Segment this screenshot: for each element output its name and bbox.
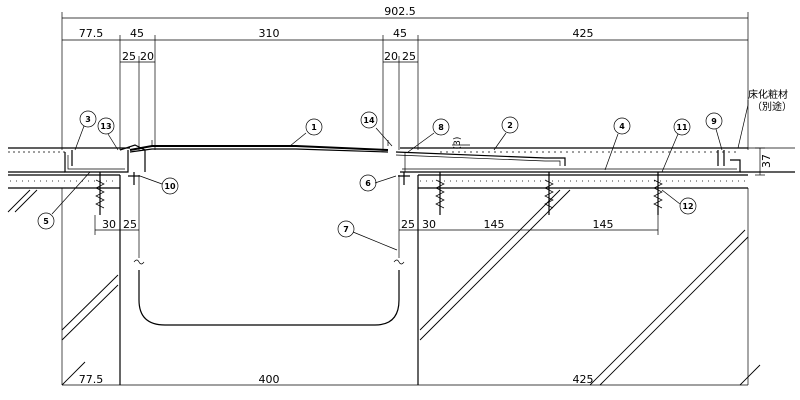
base-frame-left — [64, 144, 146, 173]
dimension-overall: 902.5 — [61, 5, 749, 150]
dimension-right-height: 37 — [755, 147, 773, 176]
dimension-bottom-1: 77.5 — [79, 373, 104, 386]
floor-finish-layer — [8, 147, 795, 173]
note-line-2: （別途） — [752, 100, 792, 113]
floor-finish-note: 床化粧材 （別途） — [737, 88, 792, 149]
svg-text:12: 12 — [682, 202, 693, 211]
svg-text:1: 1 — [311, 123, 317, 132]
callout-9: 9 — [705, 112, 723, 151]
svg-text:7: 7 — [343, 225, 349, 234]
fastener-screws — [71, 150, 725, 185]
dimension-bottom-row: 77.5 400 425 — [62, 373, 748, 386]
dimension-mid-row: 30 25 25 30 145 145 — [94, 215, 659, 235]
callout-11: 11 — [661, 118, 691, 173]
note-line-1: 床化粧材 — [748, 88, 788, 101]
svg-text:5: 5 — [43, 217, 49, 226]
svg-text:13: 13 — [100, 122, 111, 131]
svg-text:10: 10 — [164, 182, 176, 191]
dimension-top-5: 425 — [573, 27, 594, 40]
concrete-slab-right — [418, 174, 748, 189]
cover-plate — [129, 140, 389, 153]
svg-text:8: 8 — [438, 123, 444, 132]
callout-13: 13 — [97, 117, 119, 151]
callouts: 1 2 3 4 5 6 7 — [37, 110, 723, 251]
dimension-sub-2: 20 — [140, 50, 154, 63]
dimension-top-row: 77.5 45 310 45 425 — [62, 27, 748, 150]
hatch-right — [419, 189, 761, 386]
callout-2: 2 — [493, 116, 519, 151]
callout-3: 3 — [74, 110, 97, 151]
callout-10: 10 — [139, 175, 179, 195]
dimension-mid-5: 145 — [484, 218, 505, 231]
dimension-top-sub-row: 25 20 20 25 — [120, 50, 418, 150]
dimension-top-1: 77.5 — [79, 27, 104, 40]
callout-5: 5 — [37, 171, 91, 230]
dimension-mid-1: 30 — [102, 218, 116, 231]
dimension-top-3: 310 — [259, 27, 280, 40]
anchor-bolt-left — [94, 172, 106, 215]
right-wall — [417, 175, 749, 385]
callout-12: 12 — [661, 189, 697, 215]
dimension-top-2: 45 — [130, 27, 144, 40]
svg-text:3: 3 — [85, 115, 91, 124]
callout-8: 8 — [407, 118, 450, 153]
anchor-bolt-right-3 — [652, 172, 664, 215]
dimension-sub-3: 20 — [384, 50, 398, 63]
svg-text:2: 2 — [507, 121, 513, 130]
svg-text:6: 6 — [365, 179, 371, 188]
gap-mark-label: (3) — [453, 137, 463, 150]
hatch-left — [61, 274, 119, 386]
callout-1: 1 — [289, 118, 323, 147]
dimension-sub-4: 25 — [402, 50, 416, 63]
dimension-mid-4: 30 — [422, 218, 436, 231]
svg-text:9: 9 — [711, 117, 717, 126]
svg-text:14: 14 — [363, 116, 375, 125]
callout-6: 6 — [359, 174, 397, 192]
left-wall — [61, 175, 121, 385]
dimension-overall-label: 902.5 — [384, 5, 416, 18]
dimension-height-label: 37 — [760, 154, 773, 168]
dimension-mid-3: 25 — [401, 218, 415, 231]
anchor-bolt-right-2 — [543, 172, 555, 215]
svg-text:4: 4 — [619, 122, 625, 131]
dimension-mid-6: 145 — [593, 218, 614, 231]
dimension-mid-2: 25 — [123, 218, 137, 231]
dimension-bottom-2: 400 — [259, 373, 280, 386]
callout-7: 7 — [337, 220, 398, 251]
sliding-plate — [395, 151, 566, 166]
joint-void — [133, 175, 405, 326]
dimension-top-4: 45 — [393, 27, 407, 40]
anchor-bolt-right-1 — [434, 172, 446, 215]
callout-14: 14 — [360, 111, 393, 147]
concrete-slab-left — [7, 174, 120, 213]
callout-4: 4 — [604, 117, 631, 171]
dimension-sub-1: 25 — [122, 50, 136, 63]
base-frame-right — [400, 152, 741, 173]
svg-text:11: 11 — [676, 123, 688, 132]
gap-mark: (3) — [452, 137, 470, 150]
dimension-bottom-3: 425 — [573, 373, 594, 386]
